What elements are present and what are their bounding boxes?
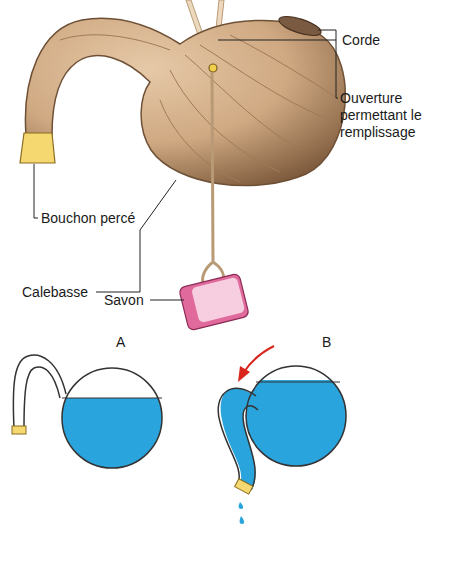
figure-letter: A	[116, 334, 125, 351]
pierced-cork	[20, 133, 55, 163]
figure-a	[12, 355, 172, 478]
part-label: Calebasse	[22, 284, 88, 301]
filling-opening	[277, 13, 323, 40]
rope-ring	[209, 64, 217, 72]
part-label: Bouchon percé	[41, 210, 135, 227]
figure-b	[218, 366, 360, 524]
soap-string	[203, 72, 224, 285]
gourd-ridges	[60, 35, 340, 182]
soap	[179, 273, 250, 331]
figure-letter: B	[322, 334, 331, 351]
part-label: Ouverture permettant le remplissage	[340, 90, 452, 141]
part-label: Corde	[342, 32, 380, 49]
gourd-body	[25, 18, 345, 185]
leader-lines	[34, 30, 338, 300]
part-label: Savon	[104, 292, 144, 309]
tilt-arrow	[238, 346, 274, 382]
